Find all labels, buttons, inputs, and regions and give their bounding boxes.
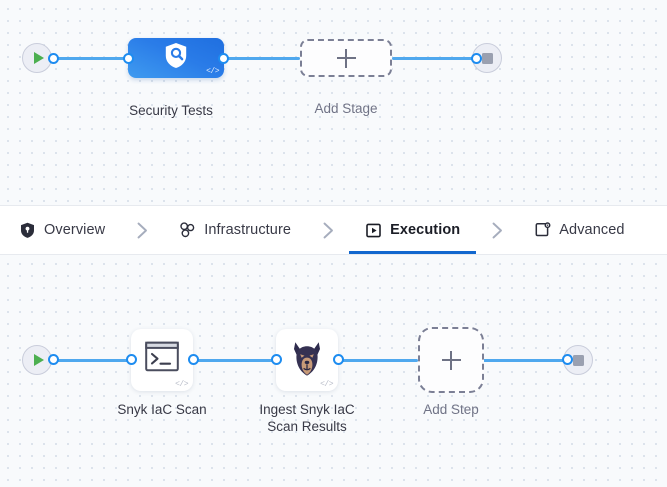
step-snyk-scan-output-port[interactable] xyxy=(188,354,199,365)
stage-canvas[interactable]: </> Security Tests Add Stage xyxy=(0,0,667,205)
stage-start-port[interactable] xyxy=(48,52,59,64)
edge-start-to-security-tests xyxy=(48,57,134,60)
stage-node-output-port[interactable] xyxy=(218,52,229,64)
step-start-port[interactable] xyxy=(48,354,59,365)
stage-end-port[interactable] xyxy=(471,52,482,64)
step-snyk-scan-input-port[interactable] xyxy=(126,354,137,365)
edge-security-tests-to-add-stage xyxy=(222,57,300,60)
step-start-node[interactable] xyxy=(22,345,52,375)
cluster-icon xyxy=(179,222,196,239)
stage-node-label: Security Tests xyxy=(129,103,213,118)
tab-advanced[interactable]: Advanced xyxy=(532,206,626,254)
step-canvas[interactable]: </> Snyk IaC Scan xyxy=(0,255,667,487)
step-ingest-output-port[interactable] xyxy=(333,354,344,365)
tab-execution-label: Execution xyxy=(390,222,461,238)
add-stage-button[interactable] xyxy=(300,39,392,77)
stop-icon xyxy=(481,52,493,64)
step-node-label-snyk-iac-scan: Snyk IaC Scan xyxy=(117,402,207,417)
step-node-ingest-snyk-results[interactable]: </> xyxy=(276,329,338,391)
edge-add-step-to-end xyxy=(483,358,568,362)
code-badge: </> xyxy=(320,380,333,389)
step-ingest-input-port[interactable] xyxy=(271,354,282,365)
stage-node-security-tests[interactable]: </> xyxy=(128,38,224,78)
plus-icon xyxy=(441,350,461,370)
pipeline-tabs[interactable]: Overview Infrastructure xyxy=(0,205,667,255)
step-end-port[interactable] xyxy=(562,354,573,365)
play-icon xyxy=(33,52,44,64)
tab-separator-1 xyxy=(129,222,155,239)
stage-start-node[interactable] xyxy=(22,43,52,73)
shield-icon xyxy=(19,222,36,239)
tab-advanced-label: Advanced xyxy=(559,222,625,238)
stage-node-input-port[interactable] xyxy=(123,52,134,64)
edge-ingest-to-add-step xyxy=(338,358,418,362)
edge-start-to-snyk-scan xyxy=(48,358,131,362)
shield-search-icon xyxy=(163,42,189,75)
step-node-label-ingest-snyk-results: Ingest Snyk IaC Scan Results xyxy=(259,402,355,434)
edge-snyk-scan-to-ingest xyxy=(193,358,278,362)
add-stage-label: Add Stage xyxy=(314,101,378,116)
stop-icon xyxy=(572,354,584,366)
code-badge: </> xyxy=(206,67,219,76)
tab-overview[interactable]: Overview xyxy=(17,206,107,254)
add-step-button[interactable] xyxy=(418,327,484,393)
play-box-icon xyxy=(365,222,382,239)
terminal-icon xyxy=(145,341,179,376)
plus-icon xyxy=(336,48,356,68)
step-node-snyk-iac-scan[interactable]: </> xyxy=(131,329,193,391)
tab-execution[interactable]: Execution xyxy=(349,206,477,254)
tab-overview-label: Overview xyxy=(44,222,106,238)
edge-add-stage-to-end xyxy=(392,57,478,60)
code-badge: </> xyxy=(175,380,188,389)
snyk-dog-icon xyxy=(292,341,322,377)
tab-infrastructure[interactable]: Infrastructure xyxy=(177,206,293,254)
tab-separator-2 xyxy=(315,222,341,239)
tab-infrastructure-label: Infrastructure xyxy=(204,222,292,238)
play-icon xyxy=(33,354,44,366)
tab-separator-3 xyxy=(484,222,510,239)
add-step-label: Add Step xyxy=(423,402,479,417)
card-gear-icon xyxy=(534,222,551,239)
